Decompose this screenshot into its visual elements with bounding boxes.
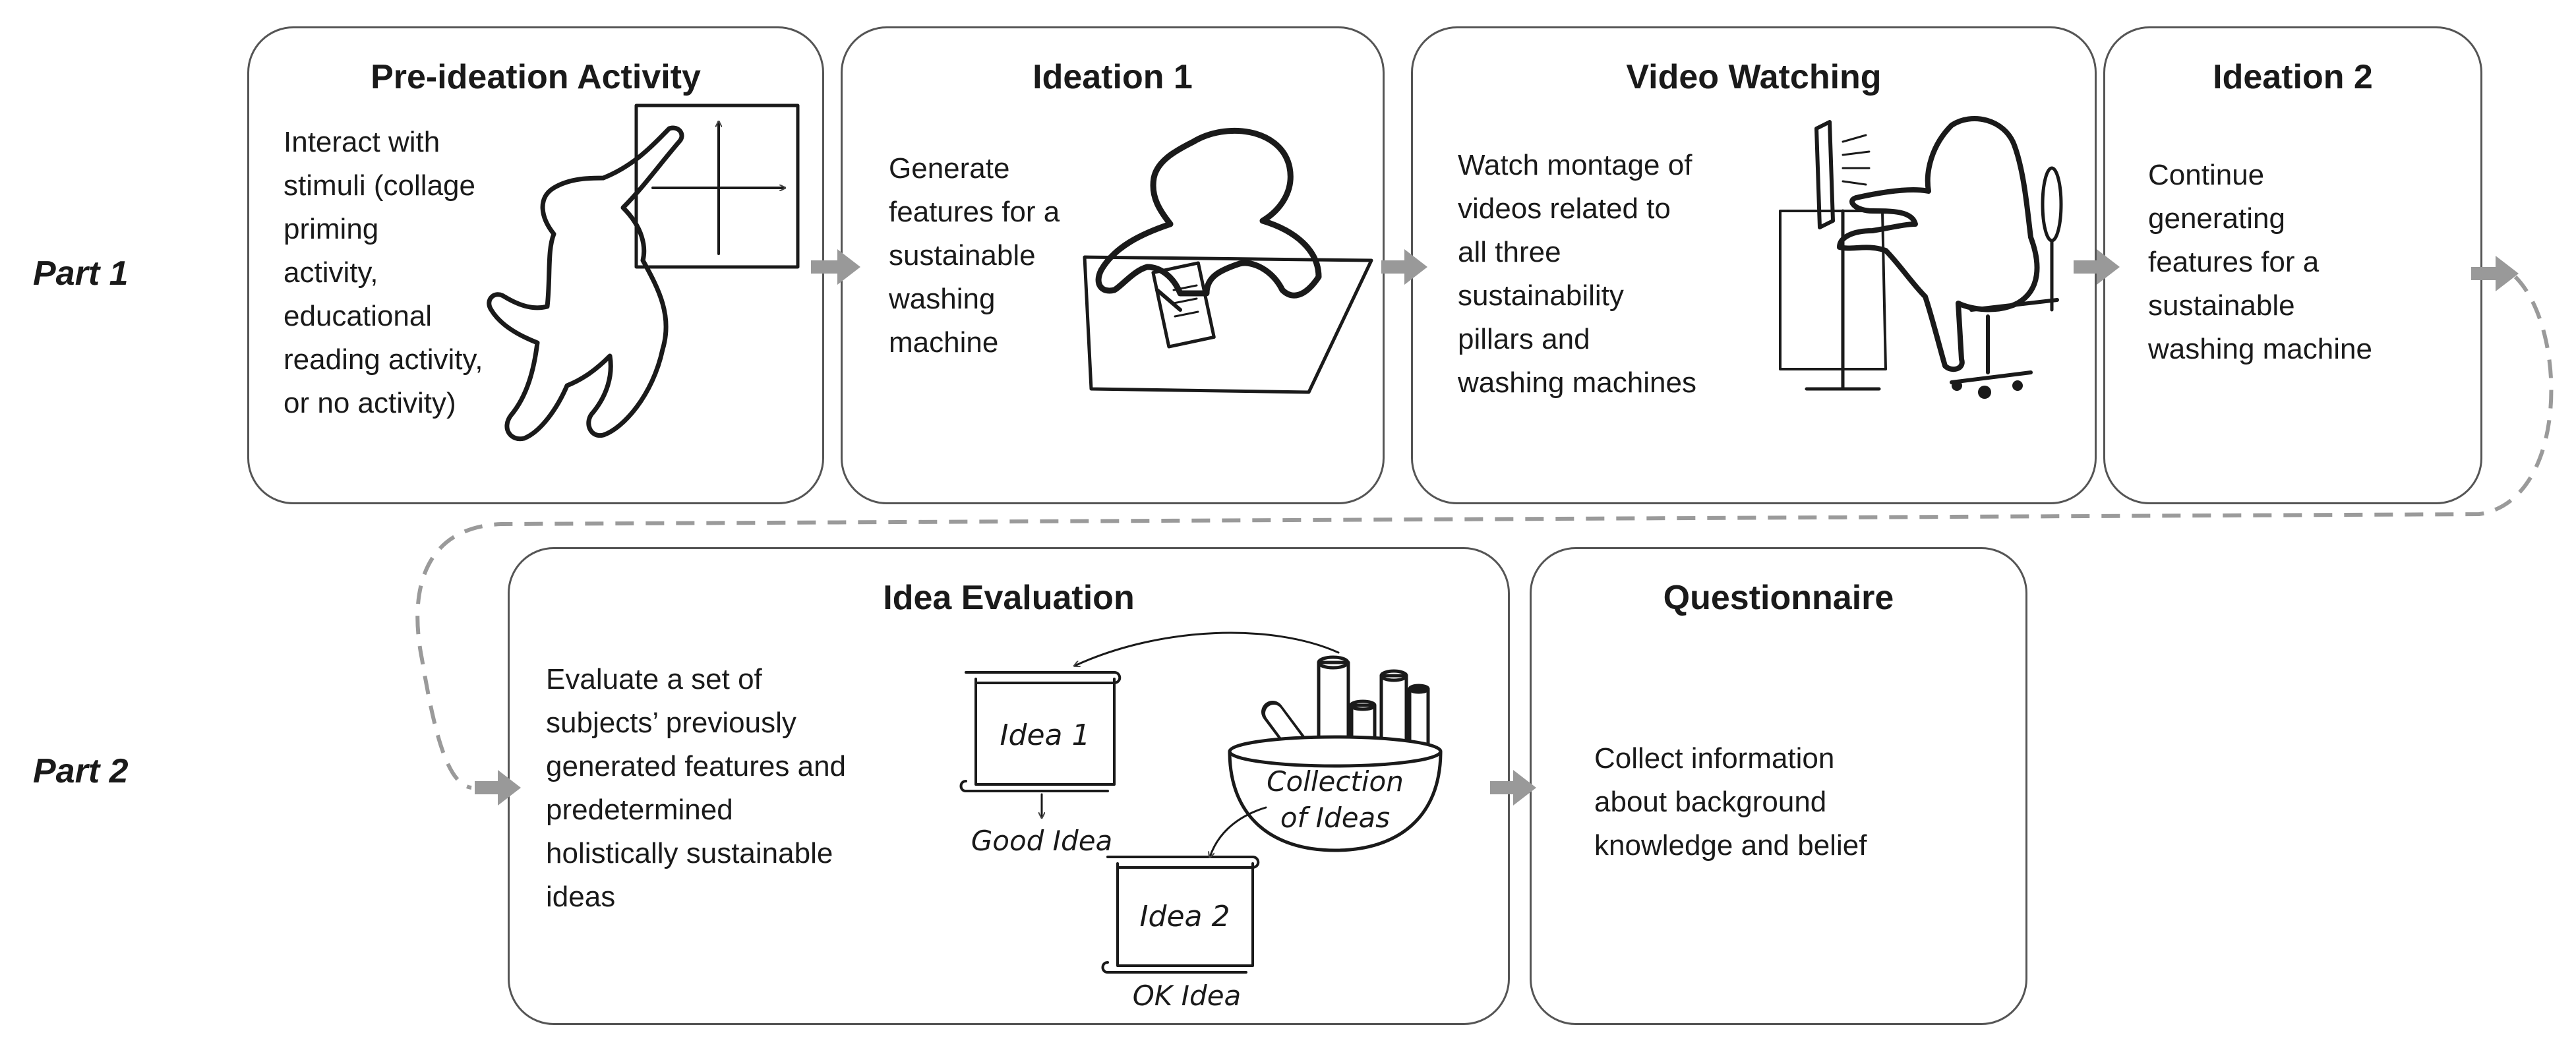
flow-arrow-1 [811, 249, 860, 285]
stage-description: Watch montage of videos related to all t… [1458, 149, 1696, 399]
stage-description: Interact with stimuli (collage priming a… [284, 126, 483, 419]
stage-questionnaire: Questionnaire Collect information about … [1530, 547, 2027, 1025]
idea-1-scroll [959, 671, 1122, 792]
person-writing-sketch [1083, 127, 1373, 394]
arrow-to-idea-2 [1210, 806, 1267, 857]
part-connector [415, 275, 2554, 790]
flow-arrow-5 [475, 770, 521, 806]
stage-description: Collect information about background kno… [1594, 742, 1867, 862]
collection-label-line-1: Collection [1267, 765, 1404, 798]
idea-2-scroll [1101, 856, 1260, 974]
idea-1-label: Idea 1 [1000, 719, 1091, 752]
flow-arrow-2 [1381, 249, 1427, 285]
flow-arrow-6 [1490, 770, 1536, 806]
idea-bowl [1228, 655, 1443, 852]
idea-evaluation-sketch: Idea 1 Good Idea Idea 2 OK Idea Collecti… [959, 631, 1443, 1012]
good-idea-label: Good Idea [971, 825, 1113, 857]
stage-title: Pre-ideation Activity [371, 58, 701, 96]
stage-description: Continue generating features for a susta… [2148, 159, 2372, 365]
stage-title: Questionnaire [1663, 579, 1894, 617]
flow-arrow-3 [2074, 249, 2120, 285]
collection-label-line-2: of Ideas [1280, 802, 1390, 834]
stage-description: Generate features for a sustainable wash… [889, 152, 1060, 359]
part-2-label: Part 2 [33, 752, 129, 790]
flow-arrow-4 [2471, 256, 2519, 291]
part-1-label: Part 1 [33, 254, 129, 293]
ok-idea-label: OK Idea [1133, 980, 1242, 1012]
idea-2-label: Idea 2 [1140, 900, 1230, 933]
stage-title: Video Watching [1626, 58, 1882, 96]
person-computer-sketch [1779, 116, 2063, 399]
stage-title: Idea Evaluation [883, 579, 1135, 617]
stage-ideation-2: Ideation 2 Continue generating features … [2103, 26, 2482, 504]
stage-title: Ideation 1 [1033, 58, 1193, 96]
arrow-to-idea-1 [1075, 631, 1340, 666]
stage-title: Ideation 2 [2213, 58, 2373, 96]
whiteboard-person-sketch [487, 103, 800, 442]
stage-description: Evaluate a set of subjects’ previously g… [546, 663, 847, 913]
